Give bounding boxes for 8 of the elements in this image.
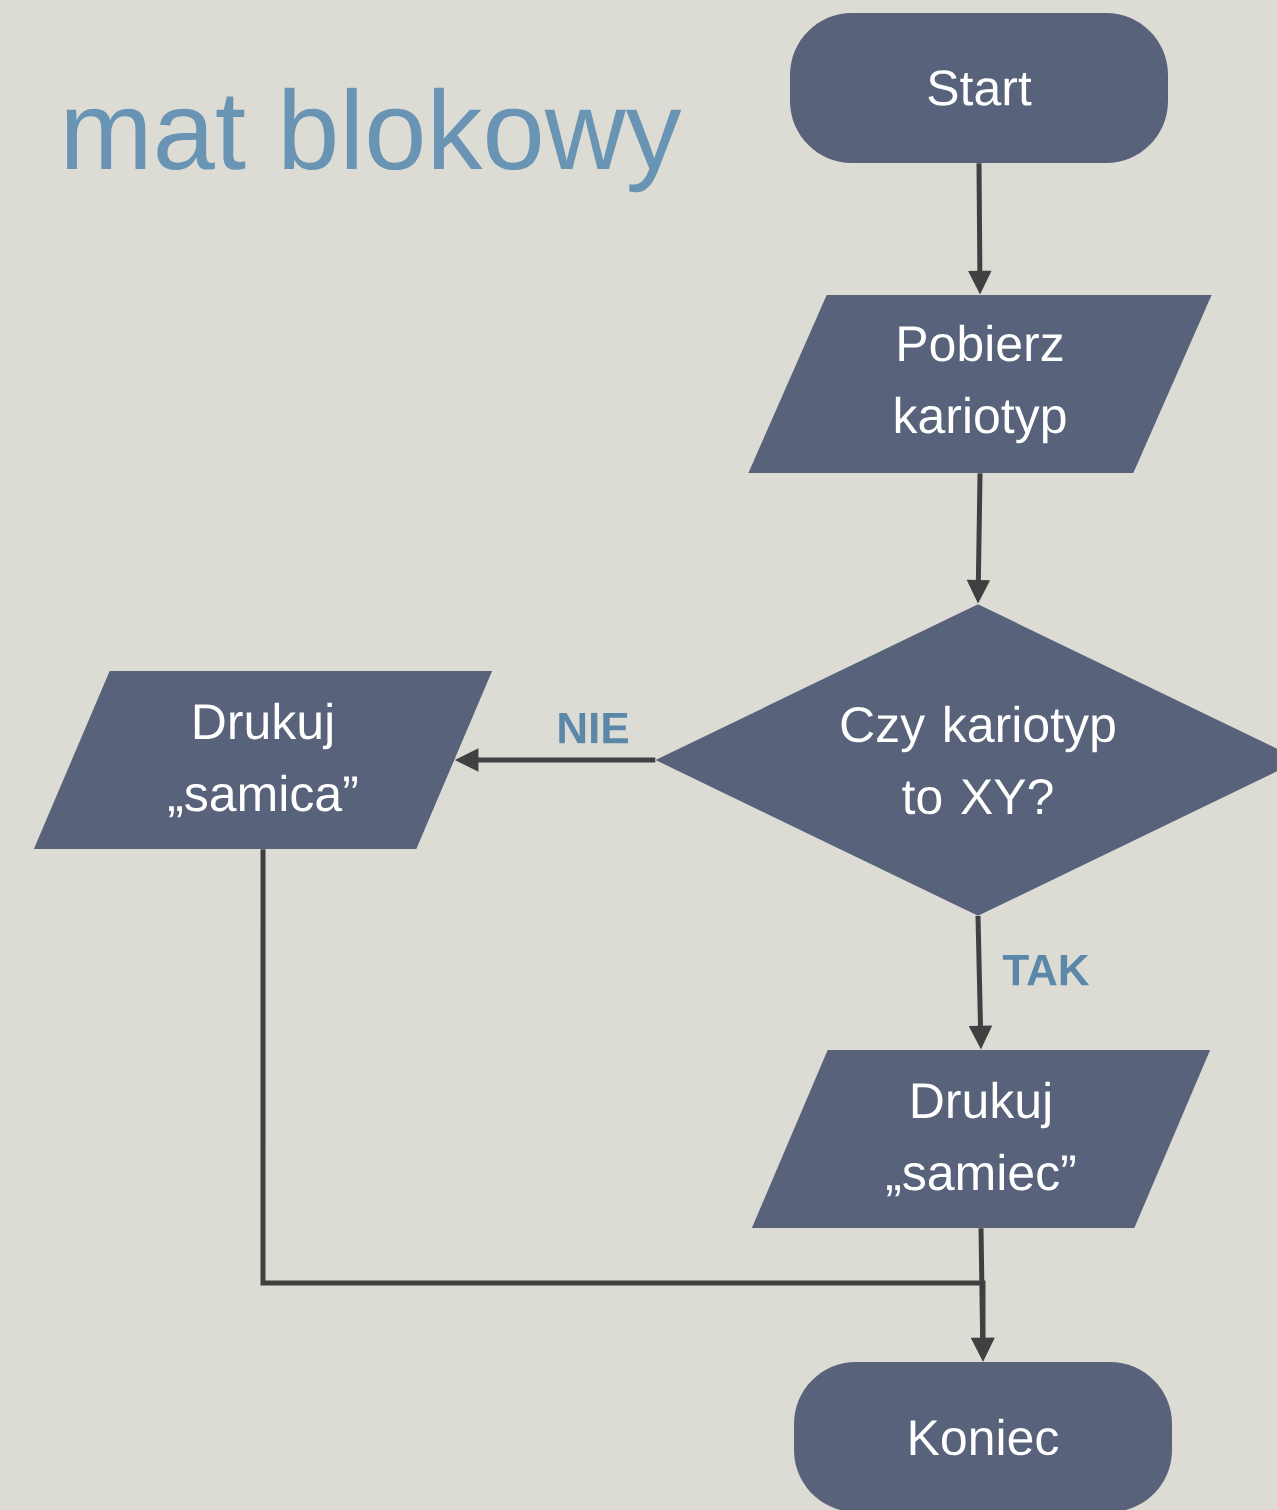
terminal-box: Start bbox=[790, 13, 1168, 163]
edge-label: NIE bbox=[554, 710, 632, 746]
io-parallelogram: Drukuj „samiec” bbox=[751, 1050, 1211, 1228]
io-parallelogram: Pobierz kariotyp bbox=[748, 295, 1212, 473]
io-parallelogram: Drukuj „samica” bbox=[33, 671, 493, 849]
edge-label: TAK bbox=[1000, 952, 1092, 988]
title: mat blokowy bbox=[66, 87, 682, 193]
terminal-box: Koniec bbox=[794, 1362, 1172, 1510]
